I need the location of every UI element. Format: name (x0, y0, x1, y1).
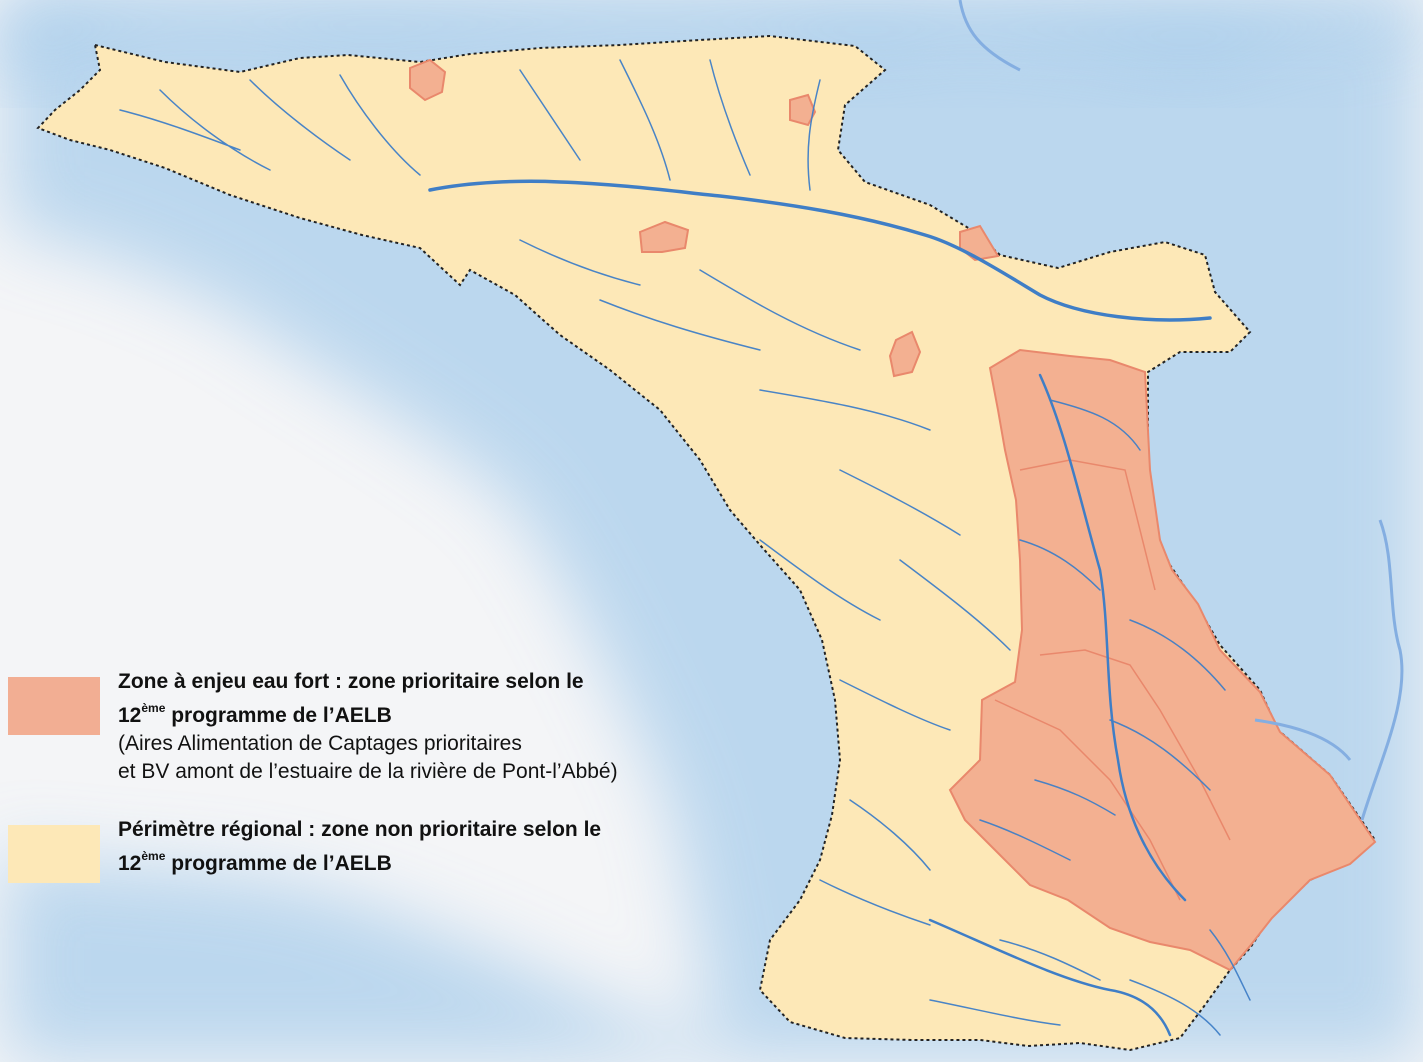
priority-area-central (888, 330, 922, 378)
priority-legend-text: Zone à enjeu eau fort : zone prioritaire… (118, 668, 618, 786)
regional-legend-text: Périmètre régional : zone non prioritair… (118, 816, 601, 878)
priority-detail-1: (Aires Alimentation de Captages priorita… (118, 732, 522, 755)
regional-program-number: 12 (118, 852, 142, 875)
priority-program-number: 12 (118, 704, 142, 727)
priority-program-suffix: ème (141, 701, 166, 715)
priority-program-text: programme de l’AELB (165, 704, 392, 727)
legend-item-priority: Zone à enjeu eau fort : zone prioritaire… (8, 668, 768, 786)
regional-program-line: 12ème programme de l’AELB (118, 844, 601, 878)
main-river-north (428, 179, 1212, 322)
priority-area-north-west (409, 58, 447, 102)
tributaries (119, 59, 1251, 1036)
main-river-central (1038, 373, 1187, 902)
priority-title: Zone à enjeu eau fort : zone prioritaire… (118, 670, 584, 693)
priority-area-east (959, 224, 1000, 262)
main-river-south (928, 918, 1172, 1037)
priority-program-line: 12ème programme de l’AELB (118, 696, 618, 730)
priority-zone-subdivisions (994, 459, 1231, 901)
northern-sea (0, 0, 1423, 90)
regional-swatch (8, 825, 100, 883)
priority-area-central-west (638, 220, 690, 253)
priority-swatch (8, 677, 100, 735)
regional-program-suffix: ème (141, 849, 166, 863)
regional-title: Périmètre régional : zone non prioritair… (118, 818, 602, 841)
regional-program-text: programme de l’AELB (165, 852, 392, 875)
legend: Zone à enjeu eau fort : zone prioritaire… (8, 668, 768, 883)
right-coast-waterways (958, 0, 1404, 821)
priority-detail-2: et BV amont de l’estuaire de la rivière … (118, 760, 618, 783)
priority-zone-south-east (948, 348, 1377, 972)
legend-item-regional: Périmètre régional : zone non prioritair… (8, 816, 768, 883)
